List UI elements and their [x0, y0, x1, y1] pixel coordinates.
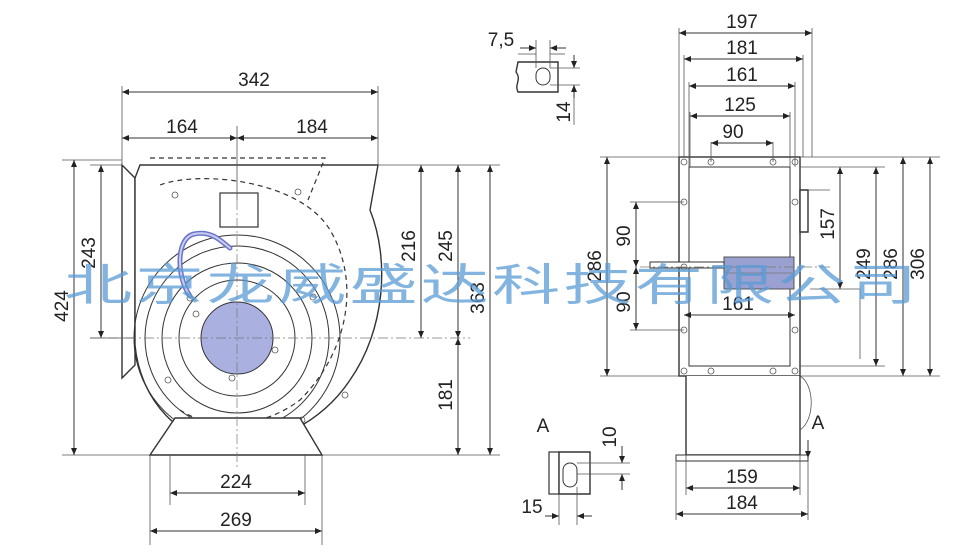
- watermark-text: 北京龙威盛达科技有限公司: [64, 260, 920, 311]
- dim-249: 249: [854, 248, 875, 280]
- dim-10: 10: [600, 426, 621, 447]
- dim-161-top: 161: [726, 65, 758, 86]
- dim-90-lower: 90: [614, 291, 635, 312]
- dim-197: 197: [726, 12, 758, 33]
- dim-90-upper: 90: [614, 225, 635, 246]
- front-view: A 197 181 161 125 90 161 159 184 286 90 …: [585, 12, 940, 520]
- dim-161-mid: 161: [722, 294, 754, 315]
- dim-125: 125: [724, 95, 756, 116]
- dim-286-right: 286: [881, 248, 902, 280]
- dim-184-front: 184: [726, 493, 758, 514]
- dim-424: 424: [52, 290, 73, 322]
- section-a-label: A: [537, 416, 550, 437]
- dim-224: 224: [220, 472, 252, 493]
- dim-243: 243: [79, 237, 100, 269]
- dim-181: 181: [436, 379, 457, 411]
- dim-286-left: 286: [585, 250, 606, 282]
- dim-181-front: 181: [726, 38, 758, 59]
- dim-90-top: 90: [722, 122, 743, 143]
- dim-14: 14: [554, 101, 575, 123]
- dim-363: 363: [468, 282, 489, 314]
- section-a-detail: A 10 15: [521, 416, 630, 525]
- dim-245: 245: [436, 230, 457, 262]
- dim-184: 184: [296, 117, 328, 138]
- dim-15: 15: [521, 497, 542, 518]
- dim-164: 164: [166, 117, 198, 138]
- section-a-marker: A: [812, 413, 825, 434]
- dim-269: 269: [220, 510, 252, 531]
- dim-7-5: 7,5: [488, 30, 514, 51]
- side-view: 342 164 184 224 269 424 243 216 245 363 …: [52, 70, 500, 545]
- dim-159: 159: [726, 467, 758, 488]
- hole-detail: 7,5 14: [488, 30, 580, 125]
- dim-306: 306: [908, 248, 929, 280]
- dim-157: 157: [818, 208, 839, 240]
- dim-216: 216: [399, 230, 420, 262]
- dim-342: 342: [238, 70, 270, 91]
